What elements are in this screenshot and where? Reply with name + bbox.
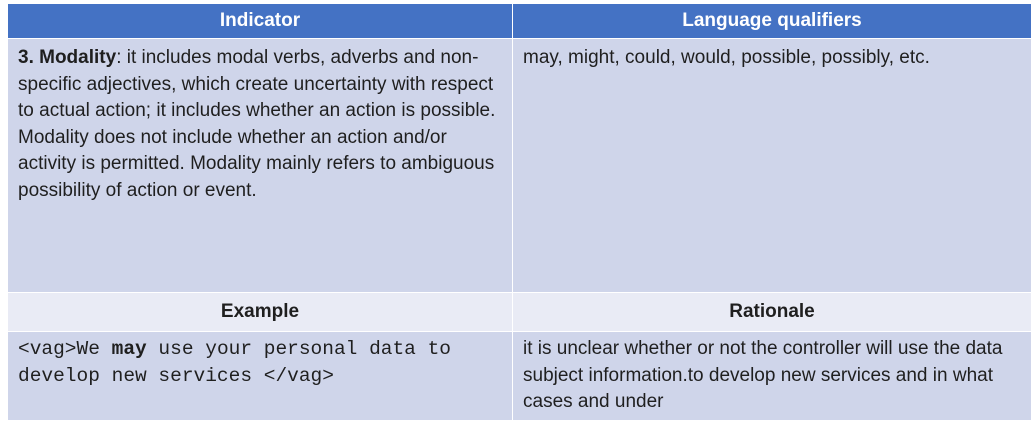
header-example: Example xyxy=(7,292,513,332)
table-subheader-row: Example Rationale xyxy=(7,292,1032,332)
example-modal-verb: may xyxy=(111,338,147,360)
example-cell: <vag>We may use your personal data to de… xyxy=(7,331,513,421)
indicator-cell: 3. Modality: it includes modal verbs, ad… xyxy=(7,38,513,293)
example-suffix: use your personal data to develop new se… xyxy=(18,338,463,387)
language-qualifiers-cell: may, might, could, would, possible, poss… xyxy=(512,38,1032,293)
header-rationale: Rationale xyxy=(512,292,1032,332)
table-row: <vag>We may use your personal data to de… xyxy=(7,331,1032,421)
rationale-text: it is unclear whether or not the control… xyxy=(523,338,1003,413)
indicator-title: 3. Modality xyxy=(18,47,117,68)
header-indicator: Indicator xyxy=(7,3,513,39)
header-language-qualifiers: Language qualifiers xyxy=(512,3,1032,39)
indicator-description: : it includes modal verbs, adverbs and n… xyxy=(18,47,496,201)
table-header-row: Indicator Language qualifiers xyxy=(7,3,1032,39)
example-text: <vag>We may use your personal data to de… xyxy=(18,336,502,390)
rationale-cell: it is unclear whether or not the control… xyxy=(512,331,1032,421)
table-row: 3. Modality: it includes modal verbs, ad… xyxy=(7,38,1032,293)
example-prefix: <vag>We xyxy=(18,338,112,360)
modality-table: Indicator Language qualifiers 3. Modalit… xyxy=(7,3,1032,421)
indicator-text: 3. Modality: it includes modal verbs, ad… xyxy=(18,47,495,201)
language-qualifiers-text: may, might, could, would, possible, poss… xyxy=(523,47,930,68)
